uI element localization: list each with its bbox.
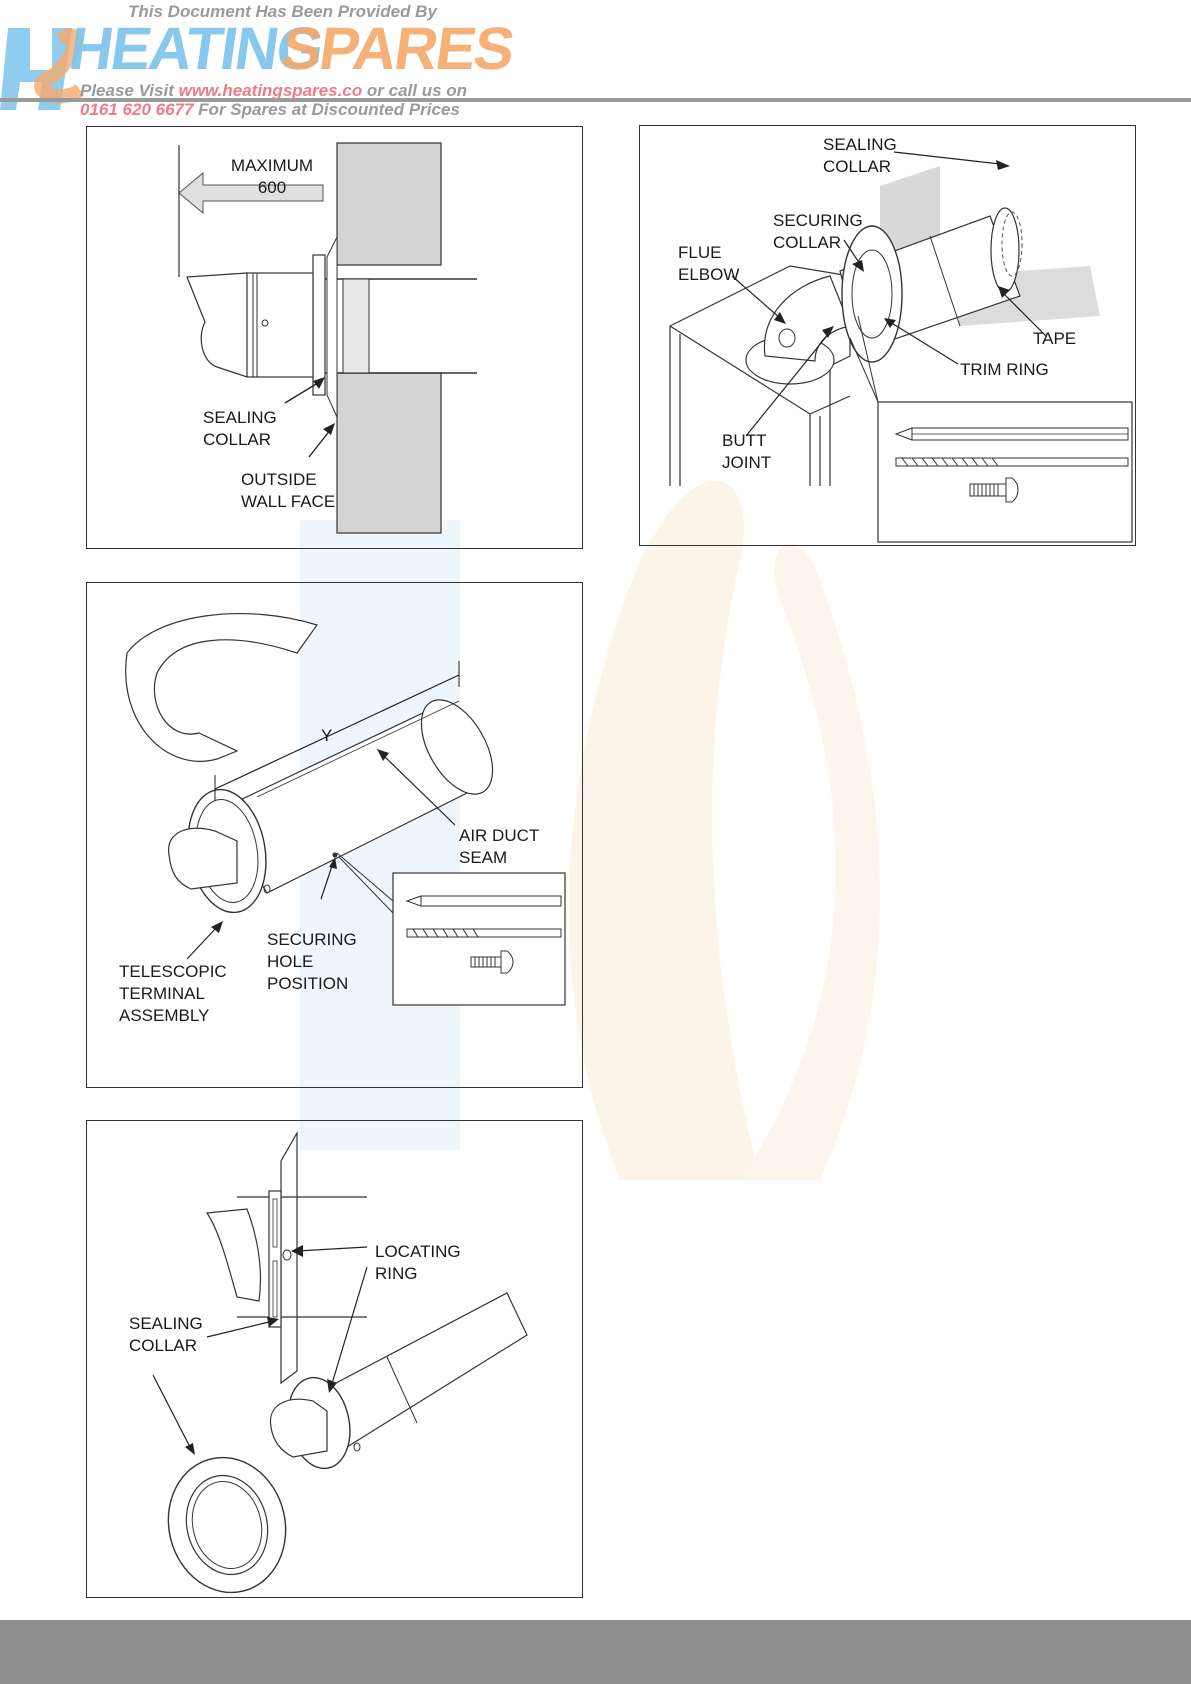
footer-bar — [0, 1620, 1191, 1684]
sealing-collar-label: SEALING COLLAR — [203, 407, 277, 451]
sealing-collar-2-line2: COLLAR — [823, 157, 892, 176]
locating-ring-line1: LOCATING — [375, 1242, 461, 1261]
securing-collar-label: SECURING COLLAR — [773, 210, 863, 254]
phone-suffix: For Spares at Discounted Prices — [193, 100, 460, 119]
pencil-icon — [405, 895, 562, 907]
heating-spares-logo — [0, 28, 85, 110]
wall-terminal-drawing — [178, 142, 477, 534]
tape-label: TAPE — [1033, 329, 1077, 348]
flue-elbow-line2: ELBOW — [678, 265, 740, 284]
visit-prefix: Please Visit — [80, 81, 179, 100]
butt-joint-line1: BUTT — [722, 431, 767, 450]
outside-wall-line2: WALL FACE — [241, 492, 336, 511]
locating-ring-drawing — [152, 1130, 528, 1594]
securing-hole-label: SECURING HOLE POSITION — [267, 929, 357, 995]
telescopic-terminal-label: TELESCOPIC TERMINAL ASSEMBLY — [119, 961, 227, 1027]
telescopic-terminal-drawing — [125, 612, 566, 1006]
maximum-label-line1: MAXIMUM — [230, 156, 314, 175]
butt-joint-line2: JOINT — [722, 453, 772, 472]
outside-wall-face-label: OUTSIDE WALL FACE — [241, 469, 335, 513]
securing-collar-line2: COLLAR — [773, 233, 842, 252]
securing-collar-line1: SECURING — [773, 211, 863, 230]
maximum-label-line2: 600 — [257, 178, 287, 197]
telescopic-line1: TELESCOPIC — [119, 962, 227, 981]
screw-icon — [969, 477, 1019, 503]
phone-line: 0161 620 6677 For Spares at Discounted P… — [80, 100, 460, 120]
figure-locating-ring: LOCATING RING SEALING COLLAR — [86, 1120, 583, 1598]
sealing-collar-label-2: SEALING COLLAR — [823, 134, 897, 178]
phone-number: 0161 620 6677 — [80, 100, 194, 119]
securing-hole-line1: SECURING — [267, 930, 357, 949]
flue-elbow-line1: FLUE — [678, 243, 722, 262]
locating-ring-line2: RING — [375, 1264, 418, 1283]
securing-hole-line2: HOLE — [267, 952, 314, 971]
sealing-collar-2-line1: SEALING — [823, 135, 897, 154]
drill-bit-icon — [406, 928, 562, 938]
sealing-collar-line1: SEALING — [203, 408, 277, 427]
sealing-collar-3-line1: SEALING — [129, 1314, 203, 1333]
sealing-collar-3-line2: COLLAR — [129, 1336, 198, 1355]
sealing-collar-label-3: SEALING COLLAR — [129, 1313, 203, 1357]
telescopic-line2: TERMINAL — [119, 984, 205, 1003]
air-duct-line1: AIR DUCT — [459, 826, 540, 845]
drill-bit-icon — [895, 457, 1129, 467]
outside-wall-line1: OUTSIDE — [241, 470, 317, 489]
securing-hole-line3: POSITION — [267, 974, 349, 993]
sealing-collar-line2: COLLAR — [203, 430, 272, 449]
boiler-assembly-drawing — [669, 151, 1133, 543]
visit-url-link[interactable]: www.heatingspares.co — [178, 81, 363, 100]
visit-suffix: or call us on — [362, 81, 468, 100]
air-duct-line2: SEAM — [459, 848, 508, 867]
pencil-icon — [894, 427, 1129, 441]
flue-elbow-label: FLUE ELBOW — [678, 242, 739, 286]
brand-spares: SPARES — [277, 15, 518, 82]
butt-joint-label: BUTT JOINT — [722, 430, 771, 474]
air-duct-seam-label: AIR DUCT SEAM — [459, 825, 539, 869]
screw-icon — [470, 950, 514, 974]
figure-telescopic-terminal: Y AIR DUCT SEAM SECURING HOLE POSITION T… — [86, 582, 583, 1088]
maximum-label: MAXIMUM 600 — [217, 155, 327, 199]
telescopic-line3: ASSEMBLY — [119, 1006, 210, 1025]
locating-ring-label: LOCATING RING — [375, 1241, 461, 1285]
header-rule — [0, 98, 1191, 102]
header-watermark: This Document Has Been Provided By HEATI… — [0, 0, 1191, 120]
trim-ring-label: TRIM RING — [960, 360, 1049, 379]
figure-wall-terminal: MAXIMUM 600 SEALING COLLAR OUTSIDE WALL … — [86, 126, 583, 549]
figure-boiler-assembly: SEALING COLLAR SECURING COLLAR FLUE ELBO… — [639, 125, 1136, 546]
dimension-y-label: Y — [321, 726, 333, 745]
visit-line: Please Visit www.heatingspares.co or cal… — [80, 81, 467, 101]
provided-by-text: This Document Has Been Provided By — [128, 2, 437, 21]
